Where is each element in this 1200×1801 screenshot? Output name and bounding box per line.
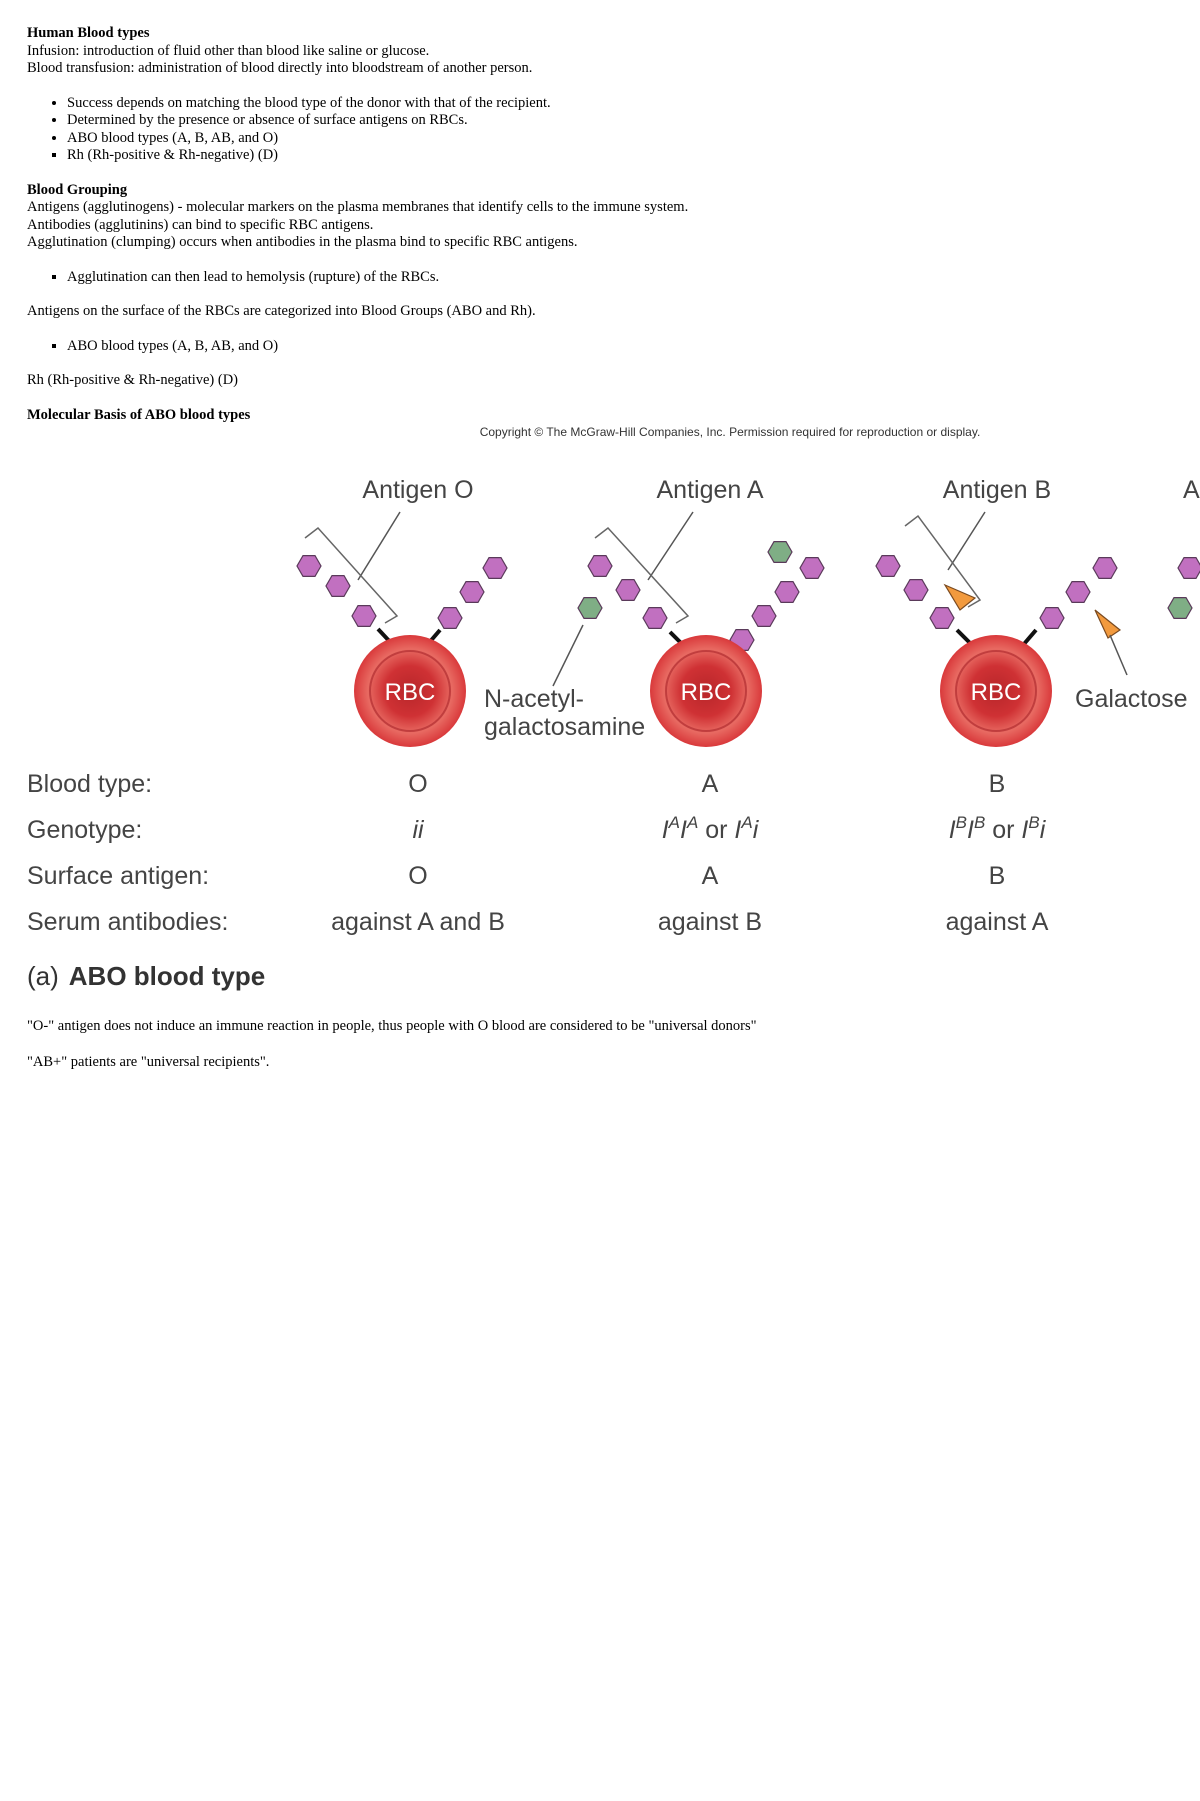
sugar-hexagon [437,606,463,630]
sugar-hexagon [903,578,929,602]
list-item: Rh (Rh-positive & Rh-negative) (D) [67,147,1177,165]
antigen-a-group: Antigen A RBC [552,476,825,747]
blood-type-value: B [989,770,1006,798]
transfusion-bullets: Success depends on matching the blood ty… [27,95,1177,148]
sugar-hexagon [1092,556,1118,580]
antigens-definition: Antigens (agglutinogens) - molecular mar… [27,199,689,215]
sugar-hexagon [587,554,613,578]
surface-antigen-value: O [408,862,427,890]
universal-donor-note: "O-" antigen does not induce an immune r… [27,1018,757,1034]
sugar-hexagon [459,580,485,604]
genotype-value: ii [412,816,425,844]
blood-type-table: Blood type: Genotype: Surface antigen: S… [27,770,1049,936]
nacetyl-galactosamine-hexagon [767,540,793,564]
genotype-value: IAIA or IAi [662,813,760,844]
antigen-a-label: Antigen A [656,476,763,504]
sugar-hexagon [799,556,825,580]
figure-caption: (a)ABO blood type [27,961,265,991]
serum-antibodies-value: against A [946,908,1049,936]
antigen-ab-partial-group: A [1167,476,1200,620]
sugar-hexagon [1177,556,1200,580]
agglutination-bullets: Agglutination can then lead to hemolysis… [27,269,1177,287]
sugar-hexagon [1065,580,1091,604]
blood-type-value: A [702,770,719,798]
sugar-hexagon [615,578,641,602]
sugar-hexagon [774,580,800,604]
heading-human-blood-types: Human Blood types [27,25,150,41]
transfusion-definition: Blood transfusion: administration of blo… [27,60,533,76]
rbc-label: RBC [681,679,732,706]
abo-figure: Copyright © The McGraw-Hill Companies, I… [0,420,1200,1000]
serum-antibodies-value: against A and B [331,908,505,936]
sugar-hexagon [929,606,955,630]
abo-bullets: ABO blood types (A, B, AB, and O) [27,338,1177,356]
serum-antibodies-value: against B [658,908,762,936]
rbc-label: RBC [971,679,1022,706]
nacetyl-label-line2: galactosamine [484,713,645,741]
nacetyl-label-line1: N-acetyl- [484,685,584,713]
antigen-b-label: Antigen B [943,476,1051,504]
universal-recipient-note: "AB+" patients are "universal recipients… [27,1053,270,1070]
galactose-triangle [1094,609,1122,639]
list-item: Success depends on matching the blood ty… [67,95,1177,113]
copyright-notice: Copyright © The McGraw-Hill Companies, I… [480,425,981,439]
galactose-triangle [943,583,977,611]
heading-molecular-basis: Molecular Basis of ABO blood types [27,406,251,423]
sugar-hexagon [325,574,351,598]
antigens-categorized-paragraph: Antigens on the surface of the RBCs are … [27,303,536,319]
nacetyl-galactosamine-hexagon [1167,596,1193,620]
rh-bullets: Rh (Rh-positive & Rh-negative) (D) [27,147,1177,165]
rh-paragraph: Rh (Rh-positive & Rh-negative) (D) [27,372,239,388]
surface-antigen-value: B [989,862,1006,890]
sugar-hexagon [642,606,668,630]
antibodies-definition: Antibodies (agglutinins) can bind to spe… [27,216,374,233]
blood-type-value: O [408,770,427,798]
list-item: Agglutination can then lead to hemolysis… [67,269,1177,287]
row-label-surface-antigen: Surface antigen: [27,862,209,890]
antigen-b-group: Antigen B RBC [875,476,1128,747]
galactose-label: Galactose [1075,685,1188,713]
sugar-hexagon [296,554,322,578]
infusion-definition: Infusion: introduction of fluid other th… [27,42,430,59]
document-body: Human Blood types Infusion: introduction… [27,25,1177,424]
sugar-hexagon [1039,606,1065,630]
list-item: Determined by the presence or absence of… [67,112,1177,130]
antigen-o-label: Antigen O [362,476,473,504]
row-label-serum-antibodies: Serum antibodies: [27,908,229,936]
row-label-genotype: Genotype: [27,816,142,844]
rbc-label: RBC [385,679,436,706]
list-item: ABO blood types (A, B, AB, and O) [67,130,1177,148]
antigen-ab-label-partial: A [1183,476,1200,504]
genotype-value: IBIB or IBi [949,813,1047,844]
nacetyl-galactosamine-hexagon [577,596,603,620]
sugar-hexagon [751,604,777,628]
sugar-hexagon [482,556,508,580]
agglutination-definition: Agglutination (clumping) occurs when ant… [27,234,578,250]
list-item: ABO blood types (A, B, AB, and O) [67,338,1177,356]
notes-section: "O-" antigen does not induce an immune r… [27,1018,757,1089]
heading-blood-grouping: Blood Grouping [27,181,128,198]
antigen-o-group: Antigen O RBC [296,476,508,747]
row-label-blood-type: Blood type: [27,770,152,798]
surface-antigen-value: A [702,862,719,890]
sugar-hexagon [351,604,377,628]
sugar-hexagon [875,554,901,578]
